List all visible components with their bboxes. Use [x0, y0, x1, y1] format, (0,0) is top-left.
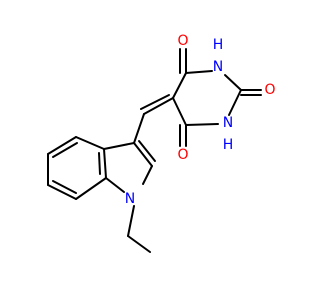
bond-c7a-c3a-double [98, 152, 101, 175]
bond-c4-n3 [185, 70, 213, 74]
bond-c7-c7a [75, 177, 107, 200]
structure-svg: O O O H N N H N [47, 33, 276, 253]
bond-c3a-c3 [103, 142, 135, 150]
oxygen-label-bottom: O [177, 147, 188, 163]
nh-top-n-label: N [213, 59, 223, 75]
bond-n1-c6 [185, 123, 219, 126]
bond-c6-c7 [47, 184, 77, 200]
bond-c2-n [142, 165, 153, 185]
bond-c3a-c4 [75, 136, 105, 150]
bond-ch2-ch3 [127, 235, 151, 253]
bond-c6-c5 [172, 97, 187, 126]
oxygen-label-top: O [177, 33, 188, 49]
bond-c5-ch [143, 97, 174, 115]
bond-c6-c7-double [52, 180, 77, 194]
bond-c4-c5-double [52, 142, 78, 158]
bonds-group [47, 48, 262, 253]
indole-nitrogen-label: N [125, 191, 135, 207]
bond-n-c7a [105, 177, 125, 193]
bond-c3-c2 [133, 142, 153, 167]
bond-c4-c5 [47, 136, 77, 155]
nh-bottom-n-label: N [223, 115, 233, 131]
bond-c5-c4 [172, 72, 187, 99]
oxygen-label-right: O [264, 82, 275, 98]
bond-c5-ch-double [140, 94, 170, 110]
molecule-diagram: O O O H N N H N [47, 33, 276, 253]
atom-labels: O O O H N N H N [125, 33, 276, 207]
nh-bottom-h-label: H [223, 137, 234, 153]
bond-c2-n1 [228, 89, 242, 116]
nh-top-h-label: H [213, 37, 224, 53]
bond-ch-c3 [133, 113, 145, 144]
bond-n-ch2 [127, 205, 135, 237]
bond-n3-c2 [224, 74, 242, 91]
bond-c3-c2-double [138, 140, 156, 162]
bond-c7a-c3a [103, 148, 107, 179]
